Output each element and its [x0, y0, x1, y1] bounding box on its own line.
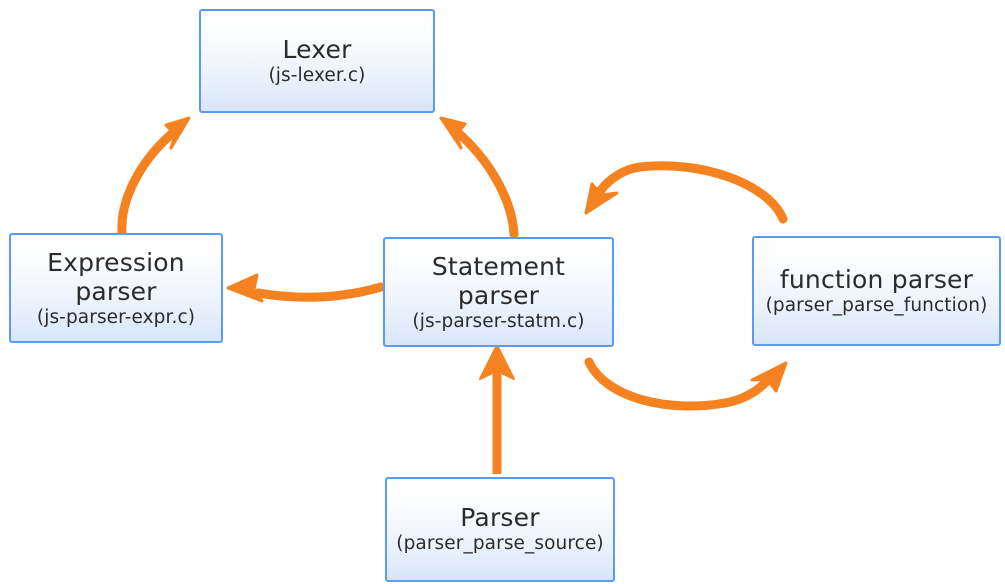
edge-statement-parser-to-function-parser [584, 357, 788, 411]
node-expression-parser[interactable]: Expression parser (js-parser-expr.c) [9, 233, 223, 343]
node-function-parser[interactable]: function parser (parser_parse_function) [752, 236, 1001, 346]
edge-statement-parser-to-expression-parser [226, 273, 386, 303]
node-lexer[interactable]: Lexer (js-lexer.c) [199, 9, 435, 113]
node-lexer-title: Lexer [282, 34, 352, 64]
node-parser[interactable]: Parser (parser_parse_source) [385, 477, 615, 582]
node-statement-parser-title-line2: parser [457, 280, 540, 310]
node-parser-file: (parser_parse_source) [396, 533, 604, 555]
node-statement-parser-title-line1: Statement [431, 251, 566, 281]
edge-parser-to-statement-parser [479, 344, 515, 474]
node-function-parser-title: function parser [779, 264, 974, 294]
node-expression-parser-file: (js-parser-expr.c) [36, 306, 196, 328]
edge-statement-parser-to-lexer [439, 116, 519, 239]
node-statement-parser[interactable]: Statement parser (js-parser-statm.c) [383, 237, 614, 347]
node-lexer-file: (js-lexer.c) [268, 64, 366, 86]
node-parser-title: Parser [460, 503, 540, 533]
node-function-parser-file: (parser_parse_function) [765, 294, 988, 316]
edge-function-parser-to-statement-parser [584, 161, 788, 224]
node-statement-parser-file: (js-parser-statm.c) [412, 310, 585, 332]
node-expression-parser-title-line2: parser [75, 276, 157, 306]
node-expression-parser-title-line1: Expression [47, 247, 185, 277]
edge-expression-parser-to-lexer [117, 116, 191, 238]
